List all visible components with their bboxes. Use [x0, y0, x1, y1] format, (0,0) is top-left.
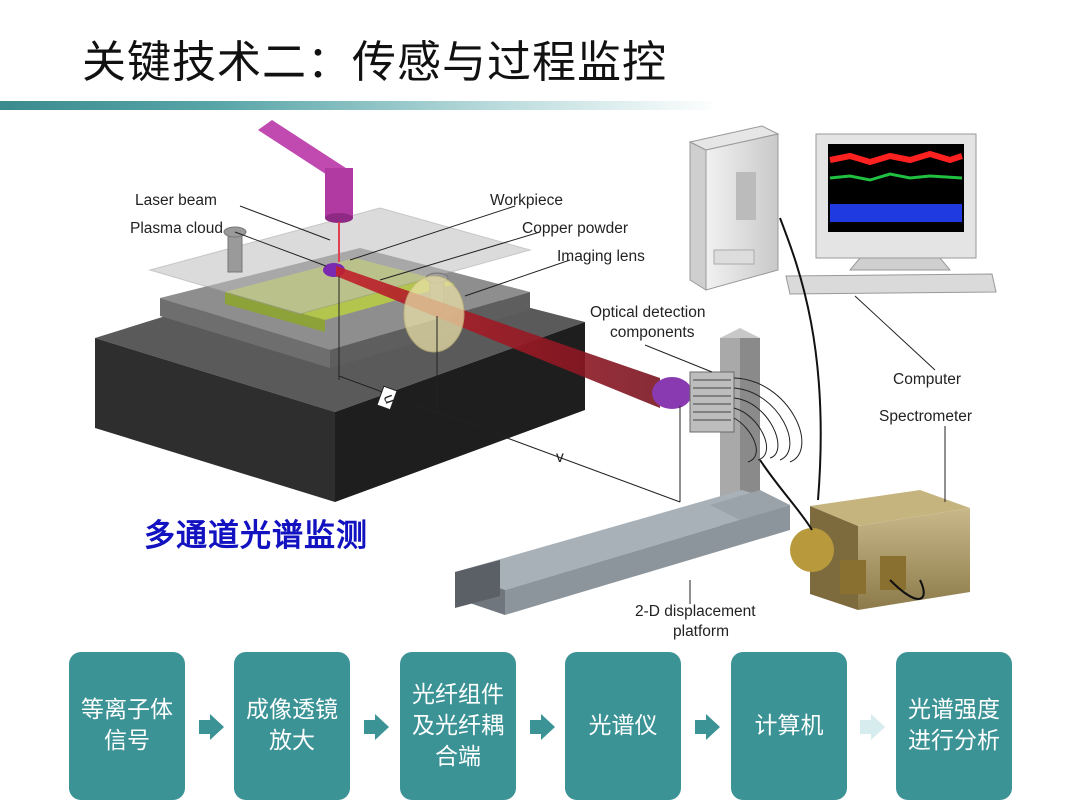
detection-tower: [689, 328, 803, 528]
flow-step-plasma-signal: 等离子体信号: [69, 652, 185, 800]
label-spectrometer: Spectrometer: [879, 408, 972, 425]
label-imaging-lens: Imaging lens: [557, 248, 645, 265]
flow-step-fiber-coupling: 光纤组件及光纤耦合端: [400, 652, 516, 800]
label-computer: Computer: [893, 371, 961, 388]
label-plasma-cloud: Plasma cloud: [130, 220, 223, 237]
laser-head: [258, 120, 353, 262]
cables: [759, 217, 925, 600]
u-marker: [376, 385, 398, 411]
label-copper-powder: Copper powder: [522, 220, 628, 237]
computer-monitor: [815, 133, 977, 271]
flow-step-label: 等离子体信号: [81, 697, 173, 754]
label-displacement-1: 2-D displacement: [635, 603, 756, 620]
flow-step-label: 光纤组件及光纤耦合端: [412, 681, 504, 770]
flow-step-label: 光谱强度进行分析: [908, 697, 1000, 754]
page-title: 关键技术二：传感与过程监控: [82, 37, 667, 88]
title-underline: [0, 101, 720, 110]
keyboard: [785, 273, 997, 295]
flow-step-label: 计算机: [754, 712, 824, 739]
flow-step-computer: 计算机: [731, 652, 847, 800]
flow-step-label: 光谱仪: [588, 712, 658, 739]
label-optical-detection-1: Optical detection: [590, 304, 705, 321]
flow-step-spectrometer: 光谱仪: [565, 652, 681, 800]
imaging-lens-shape: [403, 275, 465, 353]
displacement-rail: [455, 490, 790, 615]
optical-head: [652, 377, 692, 409]
label-optical-detection-2: components: [610, 324, 695, 341]
flow-step-label: 成像透镜放大: [246, 697, 338, 754]
label-workpiece: Workpiece: [490, 192, 563, 209]
process-flow: 等离子体信号 成像透镜放大 光纤组件及光纤耦合端 光谱仪 计算机 光谱强度进行分…: [0, 652, 1080, 802]
computer-tower: [688, 125, 780, 291]
label-displacement-2: platform: [673, 623, 729, 640]
diagram-subtitle: 多通道光谱监测: [144, 518, 368, 554]
label-dim-v: v: [556, 449, 564, 466]
label-laser-beam: Laser beam: [135, 192, 217, 209]
flow-step-imaging-lens: 成像透镜放大: [234, 652, 350, 800]
spectrometer-box: [790, 490, 970, 610]
monitoring-setup-diagram: Laser beam Plasma cloud Workpiece Copper…: [95, 120, 997, 640]
flow-step-spectral-analysis: 光谱强度进行分析: [896, 652, 1012, 800]
leader-lines: [234, 205, 946, 604]
